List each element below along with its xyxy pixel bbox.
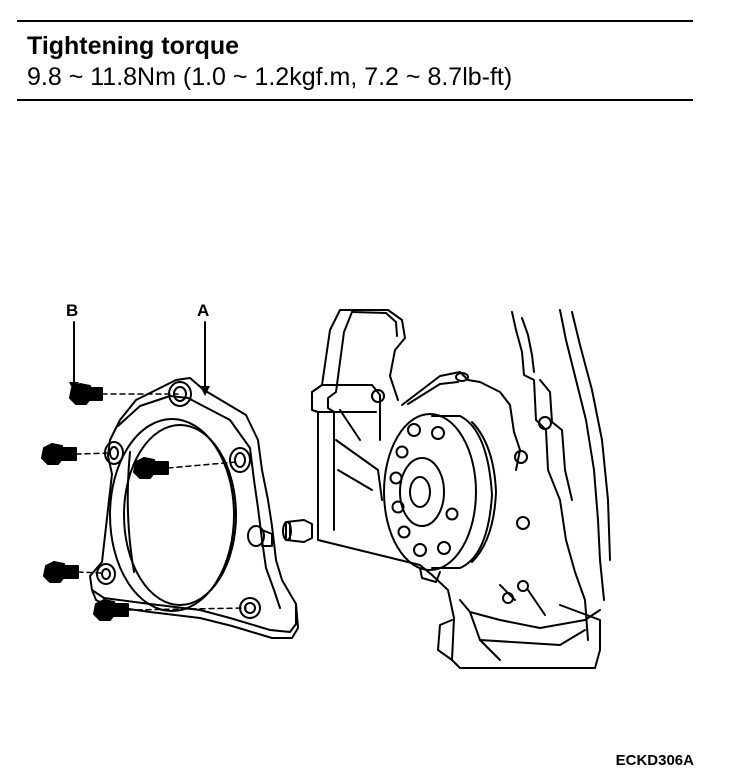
rear-oil-seal-case-illustration: B A xyxy=(41,301,611,669)
crankshaft-flange xyxy=(383,371,521,583)
bolt-5 xyxy=(93,599,247,621)
rear-oil-seal-case xyxy=(89,377,299,639)
mounting-bolts xyxy=(41,383,247,621)
torque-title: Tightening torque xyxy=(27,32,240,60)
bolt-4 xyxy=(43,561,103,583)
callout-b: B xyxy=(66,301,79,392)
bottom-rule xyxy=(17,99,693,101)
bolt-3 xyxy=(41,443,111,465)
label-b: B xyxy=(66,301,78,320)
label-a: A xyxy=(197,301,209,320)
engine-block xyxy=(282,309,611,669)
torque-value: 9.8 ~ 11.8Nm (1.0 ~ 1.2kgf.m, 7.2 ~ 8.7l… xyxy=(27,63,513,91)
top-rule xyxy=(17,20,693,22)
bolt-2 xyxy=(133,457,237,479)
callout-a: A xyxy=(197,301,210,396)
figure-code: ECKD306A xyxy=(615,752,694,769)
